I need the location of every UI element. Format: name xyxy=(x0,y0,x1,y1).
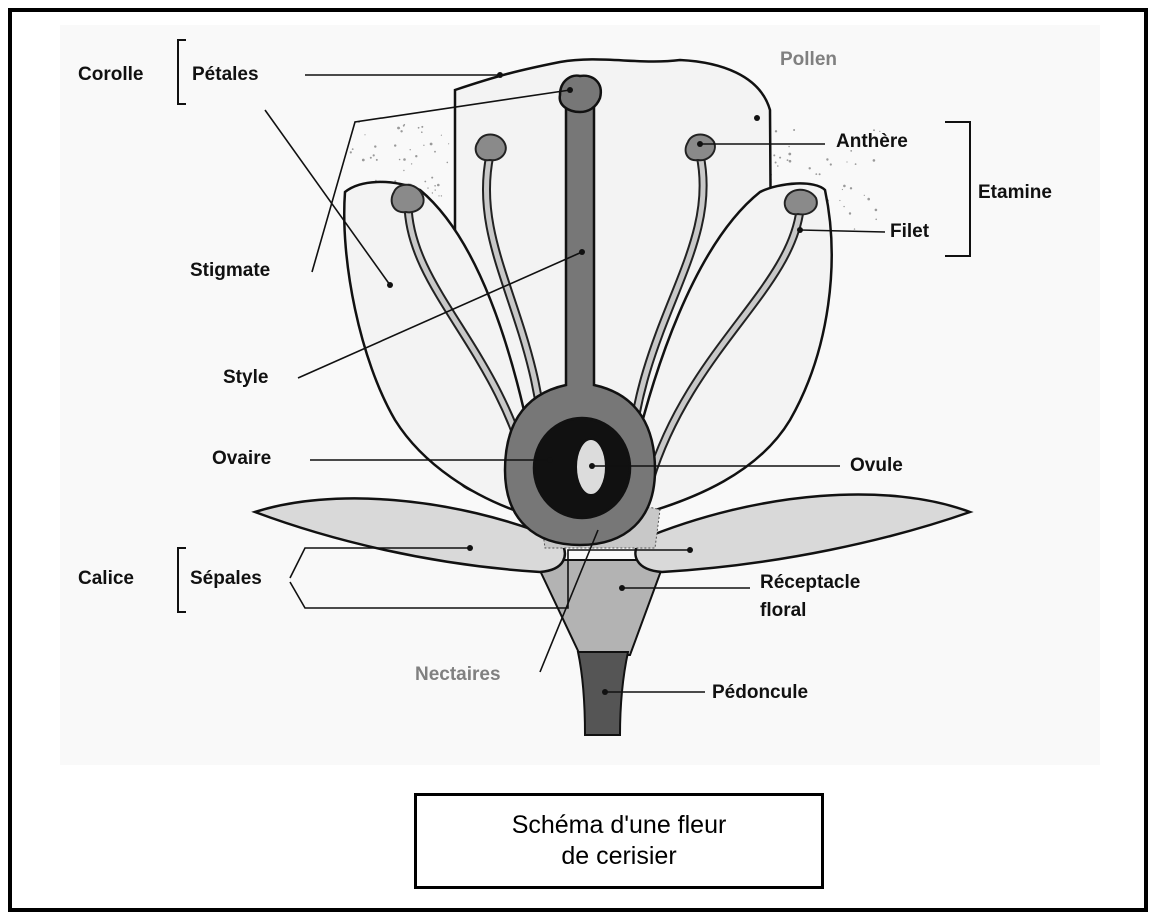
pollen-dot xyxy=(793,129,795,131)
label-ovule: Ovule xyxy=(850,455,903,477)
pollen-dot xyxy=(819,173,821,175)
pollen-dot xyxy=(779,157,781,159)
pollen-dot xyxy=(438,195,439,196)
pollen-dot xyxy=(788,153,791,156)
pollen-dot xyxy=(864,195,865,196)
anther-2 xyxy=(392,185,424,213)
pollen-dot xyxy=(830,163,832,165)
label-calice: Calice xyxy=(78,568,134,590)
pollen-dot xyxy=(788,146,789,147)
anther-4 xyxy=(785,190,817,215)
stigma-head xyxy=(560,76,601,112)
pollen-dot xyxy=(855,163,857,165)
label-petales: Pétales xyxy=(192,64,259,86)
pollen-dot xyxy=(441,195,442,196)
pollen-dot xyxy=(364,134,365,135)
pollen-dot xyxy=(441,135,442,136)
pollen-dot xyxy=(842,189,843,190)
label-etamine: Etamine xyxy=(978,182,1052,204)
pollen-dot xyxy=(415,155,417,157)
pollen-dot xyxy=(875,209,878,212)
pollen-dot xyxy=(352,148,354,150)
pollen-dot xyxy=(411,163,412,164)
pollen-dot xyxy=(775,162,777,164)
label-anthere: Anthère xyxy=(836,131,908,153)
pollen-dot xyxy=(374,145,376,147)
pollen-dot xyxy=(447,162,449,164)
pollen-dot xyxy=(775,130,777,132)
pollen-dot xyxy=(397,127,400,130)
pollen-dot xyxy=(435,189,436,190)
pollen-dot xyxy=(410,149,411,150)
pollen-dot xyxy=(431,177,433,179)
pollen-dot xyxy=(432,192,433,193)
pollen-dot xyxy=(403,170,404,171)
caption-box: Schéma d'une fleur de cerisier xyxy=(414,793,824,889)
pollen-dot xyxy=(448,143,449,144)
pollen-dot xyxy=(875,219,877,221)
pollen-dot xyxy=(434,151,436,153)
label-nectaires: Nectaires xyxy=(415,664,501,686)
pollen-dot xyxy=(430,143,433,146)
pollen-dot xyxy=(350,151,352,153)
pollen-dot xyxy=(873,159,876,162)
pollen-dot xyxy=(427,187,428,188)
pollen-dot xyxy=(423,145,424,146)
pollen-dot xyxy=(843,185,846,188)
pollen-dot xyxy=(850,187,852,189)
label-corolle: Corolle xyxy=(78,64,143,86)
caption-line2: de cerisier xyxy=(561,841,676,872)
pollen-dot xyxy=(399,159,401,161)
pollen-dot xyxy=(362,159,365,162)
pollen-dot xyxy=(403,158,406,161)
label-sepales: Sépales xyxy=(190,568,262,590)
pollen-dot xyxy=(376,159,378,161)
label-receptacle-line2: floral xyxy=(760,600,806,622)
label-pedoncule: Pédoncule xyxy=(712,682,808,704)
pollen-dot xyxy=(789,160,792,163)
pollen-dot xyxy=(373,154,375,156)
pollen-dot xyxy=(867,198,870,201)
label-style: Style xyxy=(223,367,268,389)
pollen-dot xyxy=(400,130,402,132)
pollen-dot xyxy=(854,228,855,229)
pollen-dot xyxy=(437,184,440,187)
caption-line1: Schéma d'une fleur xyxy=(512,810,727,841)
pollen-dot xyxy=(394,144,396,146)
pollen-dot xyxy=(777,165,779,167)
pollen-dot xyxy=(787,159,789,161)
pollen-dot xyxy=(846,161,847,162)
pollen-dot xyxy=(843,206,844,207)
label-filet: Filet xyxy=(890,221,929,243)
anther-1 xyxy=(476,135,506,161)
pollen-dot xyxy=(839,200,840,201)
pollen-dot xyxy=(815,173,817,175)
label-receptacle-line1: Réceptacle xyxy=(760,572,860,594)
pollen-dot xyxy=(809,167,811,169)
anther-3 xyxy=(686,135,715,161)
pollen-dot xyxy=(403,125,405,127)
pollen-dot xyxy=(418,127,420,129)
pollen-dot xyxy=(421,131,423,133)
pollen-dot xyxy=(826,158,828,160)
pollen-dot xyxy=(424,181,426,183)
pollen-dot xyxy=(849,212,851,214)
pollen-dot xyxy=(773,154,775,156)
label-ovaire: Ovaire xyxy=(212,448,271,470)
pollen-dot xyxy=(370,157,372,159)
label-pollen: Pollen xyxy=(780,49,837,71)
label-stigmate: Stigmate xyxy=(190,260,270,282)
pollen-dot xyxy=(421,126,423,128)
pollen-dot xyxy=(434,185,436,187)
